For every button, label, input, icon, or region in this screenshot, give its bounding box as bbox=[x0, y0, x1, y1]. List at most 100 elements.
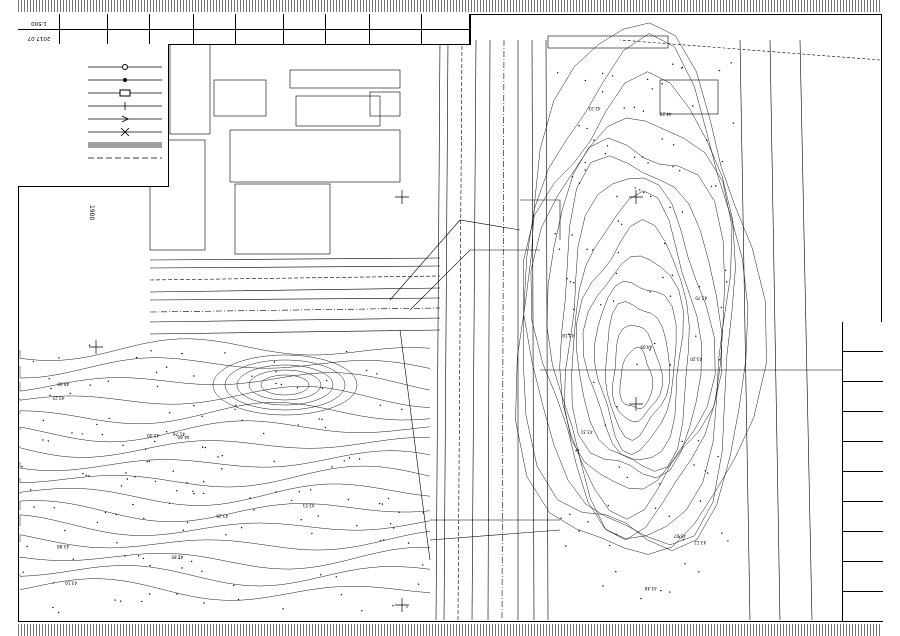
contour-line bbox=[19, 531, 431, 551]
road-edge bbox=[769, 39, 781, 621]
road-edge bbox=[435, 39, 441, 621]
elevation-dot bbox=[335, 576, 337, 578]
elevation-dot bbox=[275, 491, 277, 493]
elevation-dot bbox=[32, 360, 34, 363]
elevation-dot bbox=[182, 529, 185, 531]
title-block-cell bbox=[326, 29, 370, 44]
elevation-dot bbox=[636, 363, 638, 365]
title-block-cell bbox=[194, 14, 236, 29]
legend-label bbox=[22, 108, 80, 116]
elevation-dot bbox=[600, 304, 602, 306]
elevation-dot bbox=[331, 466, 333, 468]
elevation-dot bbox=[172, 470, 174, 472]
elevation-label: 42.33 bbox=[588, 106, 600, 111]
pipeline bbox=[409, 249, 540, 311]
signature-cell bbox=[843, 322, 883, 352]
elevation-dot bbox=[169, 412, 171, 414]
elevation-dot bbox=[684, 563, 686, 565]
elevation-dot bbox=[119, 600, 122, 602]
elevation-label: 44.20 bbox=[659, 111, 671, 116]
elevation-dot bbox=[578, 449, 580, 451]
elevation-dot bbox=[29, 489, 32, 491]
legend-item bbox=[18, 54, 168, 70]
signature-cell bbox=[843, 502, 883, 532]
elevation-dot bbox=[318, 418, 320, 420]
elevation-dot bbox=[190, 560, 193, 563]
bottom-scale-ruler bbox=[18, 624, 882, 636]
title-block-cell bbox=[60, 14, 108, 29]
contour-line bbox=[594, 280, 677, 455]
contour-line bbox=[19, 386, 431, 408]
title-block-cell: 2017.07 bbox=[18, 29, 60, 44]
elevation-dot bbox=[253, 509, 255, 511]
elevation-dot bbox=[730, 62, 732, 64]
elevation-dot bbox=[633, 106, 636, 109]
elevation-dot bbox=[387, 497, 390, 500]
elevation-dot bbox=[135, 356, 138, 359]
elevation-dot bbox=[317, 515, 319, 517]
legend-symbol-box-line bbox=[86, 82, 164, 97]
elevation-dot bbox=[699, 500, 702, 502]
elevation-dot bbox=[569, 513, 571, 515]
elevation-dot bbox=[193, 375, 195, 377]
elevation-dot bbox=[554, 233, 556, 235]
elevation-dot bbox=[321, 387, 324, 389]
elevation-dot bbox=[89, 384, 91, 386]
title-block: 1:500 2017.07 bbox=[18, 14, 471, 45]
elevation-dot bbox=[698, 571, 700, 573]
contour-line bbox=[19, 465, 431, 488]
elevation-dot bbox=[52, 606, 54, 609]
elevation-label: 43.22 bbox=[52, 395, 64, 400]
road-edge bbox=[487, 39, 491, 621]
elevation-dot bbox=[669, 295, 672, 297]
building-block bbox=[229, 129, 401, 183]
legend-symbol-cross-line bbox=[86, 121, 164, 137]
title-block-cell: 1:500 bbox=[18, 14, 60, 29]
elevation-dot bbox=[556, 72, 559, 74]
title-block-cell bbox=[326, 14, 370, 29]
elevation-dot bbox=[392, 605, 394, 607]
elevation-dot bbox=[233, 584, 235, 587]
elevation-dot bbox=[125, 472, 127, 474]
elevation-dot bbox=[240, 527, 243, 529]
elevation-dot bbox=[672, 63, 674, 65]
legend-symbol-double-line bbox=[86, 134, 164, 148]
elevation-dot bbox=[273, 460, 275, 463]
elevation-dot bbox=[378, 502, 381, 505]
elevation-dot bbox=[668, 515, 670, 517]
elevation-dot bbox=[604, 153, 607, 155]
elevation-dot bbox=[186, 482, 188, 484]
elevation-label: 44.80 bbox=[177, 435, 189, 440]
elevation-label: 43.51 bbox=[302, 503, 314, 508]
elevation-dot bbox=[615, 272, 618, 275]
legend-item bbox=[18, 132, 168, 148]
legend-label bbox=[22, 69, 80, 77]
legend-item bbox=[18, 93, 168, 110]
elevation-dot bbox=[682, 538, 685, 541]
elevation-dot bbox=[275, 382, 277, 385]
elevation-dot bbox=[672, 144, 675, 146]
elevation-dot bbox=[575, 450, 577, 452]
elevation-dot bbox=[156, 385, 159, 388]
elevation-dot bbox=[142, 557, 145, 560]
elevation-dot bbox=[616, 195, 618, 198]
elevation-dot bbox=[569, 281, 572, 283]
road-edge bbox=[799, 39, 813, 621]
elevation-dot bbox=[615, 533, 617, 535]
elevation-dot bbox=[47, 440, 49, 442]
elevation-dot bbox=[623, 107, 625, 109]
building-block bbox=[659, 79, 719, 115]
elevation-dot bbox=[659, 483, 661, 485]
elevation-dot bbox=[348, 457, 351, 459]
top-scale-ruler bbox=[18, 0, 882, 12]
elevation-labels: 43.5143.2043.1042.3344.8045.0743.8844.20… bbox=[52, 106, 707, 591]
elevation-dot bbox=[234, 408, 236, 411]
elevation-dot bbox=[356, 525, 358, 527]
contour-line bbox=[19, 547, 431, 570]
elevation-dot bbox=[662, 276, 664, 279]
elevation-dot bbox=[21, 465, 23, 468]
elevation-dot bbox=[578, 125, 580, 127]
elevation-dot bbox=[640, 597, 642, 600]
elevation-dot bbox=[143, 517, 145, 519]
title-block-cell bbox=[422, 14, 470, 29]
